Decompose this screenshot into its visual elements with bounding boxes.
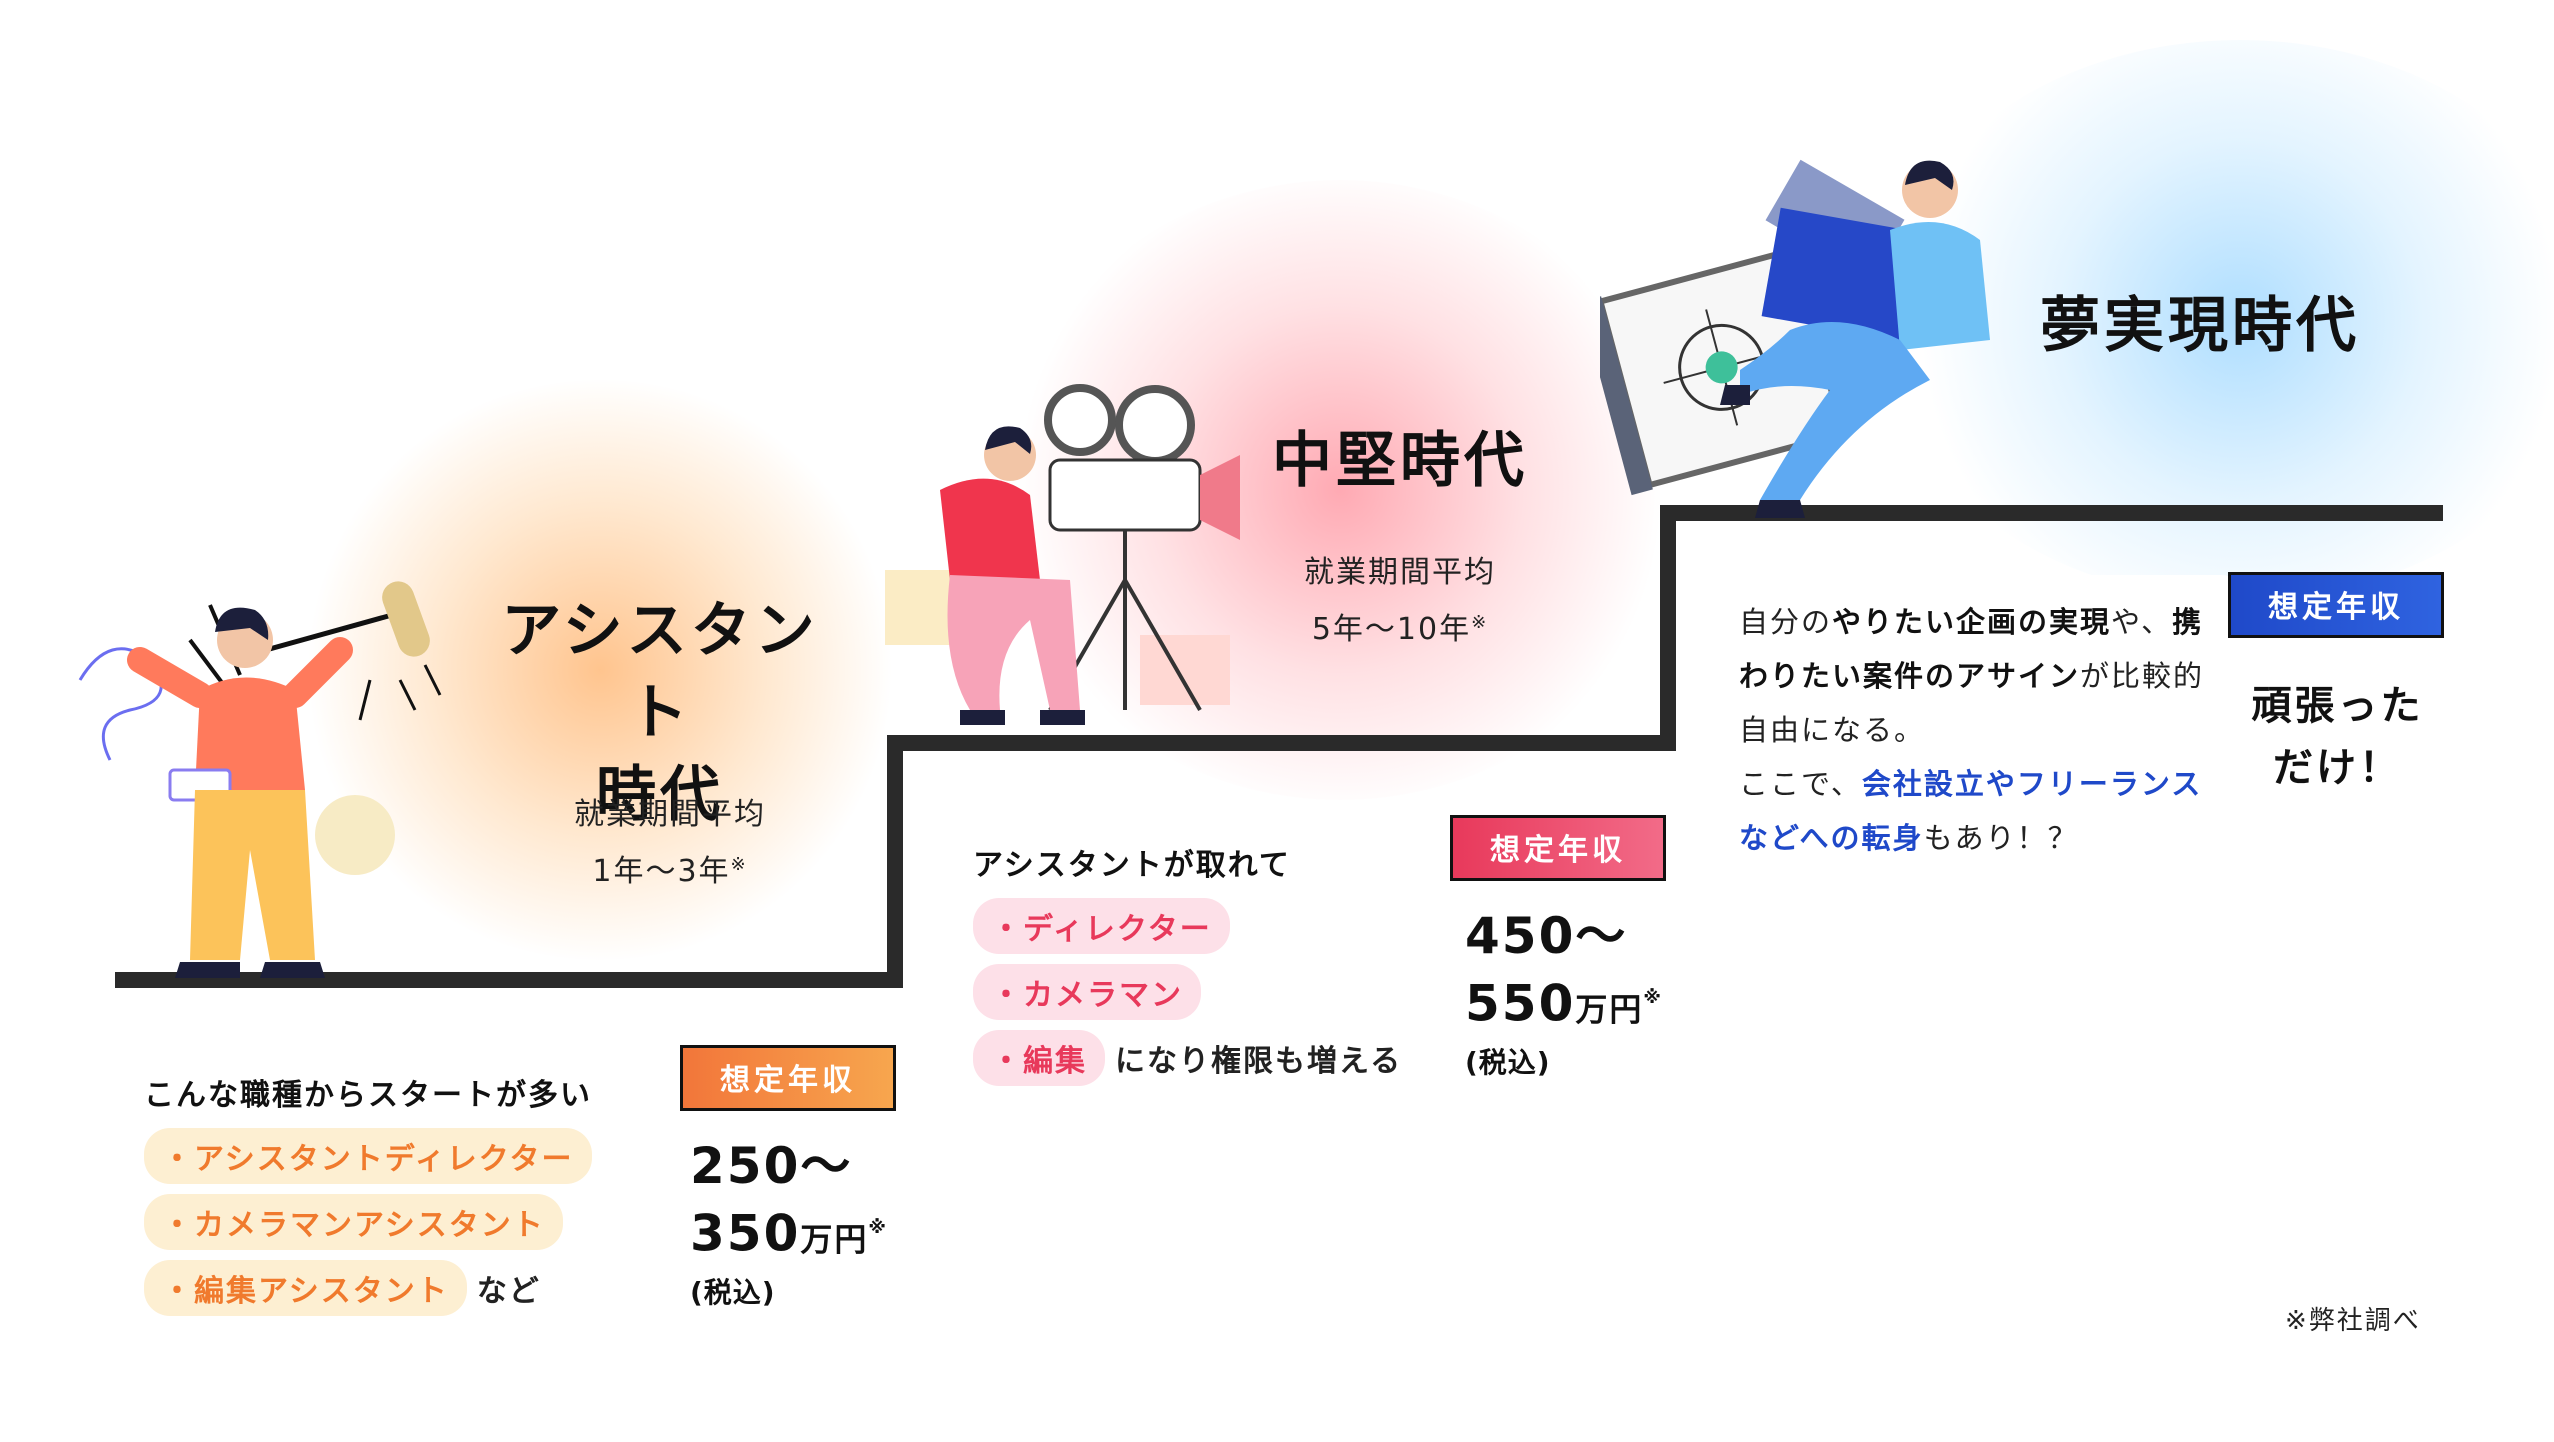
stage1-roles-card: こんな職種からスタートが多い ・アシスタントディレクター ・カメラマンアシスタン…: [130, 1060, 678, 1336]
stage2-note-mark: ※: [1471, 612, 1489, 633]
stage3-desc-part4: ここで、: [1739, 767, 1862, 801]
stage2-period-value: 5年〜10年: [1311, 612, 1472, 647]
stage2-role-pill: ・編集: [973, 1030, 1105, 1086]
stage1-salary-badge: 想定年収: [680, 1045, 896, 1111]
stage1-title-line1: アシスタント: [501, 596, 819, 748]
stage1-roles-suffix: など: [476, 1274, 541, 1309]
stage1-salary-tax: (税込): [690, 1275, 776, 1309]
stage2-role-pill: ・カメラマン: [973, 964, 1201, 1020]
stage1-salary-note: ※: [868, 1217, 888, 1238]
stage1-role-pill: ・カメラマンアシスタント: [144, 1194, 563, 1250]
stage1-role-pill: ・編集アシスタント: [144, 1260, 467, 1316]
stage1-title: アシスタント 時代: [470, 590, 850, 836]
stage2-salary: 450〜 550万円※ (税込): [1465, 905, 1663, 1085]
stage3-salary-result: 頑張った だけ！: [2215, 675, 2460, 799]
assistant-boom-mic-illustration: [78, 581, 442, 978]
stage3-result-line2: だけ！: [2273, 745, 2402, 791]
footnote: ※弊社調べ: [2285, 1306, 2421, 1336]
stage3-desc-part2: や、: [2111, 605, 2173, 639]
stage1-note-mark: ※: [730, 854, 748, 875]
stage1-salary-line2-num: 350: [690, 1204, 801, 1263]
stage3-description: 自分のやりたい企画の実現や、携わりたい案件のアサインが比較的自由になる。 ここで…: [1739, 595, 2219, 865]
stage3-desc-part3: が比較的自由になる。: [1739, 659, 2205, 747]
stage1-roles-heading: こんな職種からスタートが多い: [144, 1078, 592, 1113]
clapperboard-director-illustration: [1600, 159, 1990, 518]
stage3-desc-part5: もあり！？: [1923, 821, 2079, 855]
stage2-salary-note: ※: [1643, 987, 1663, 1008]
stage1-salary-line1: 250〜: [690, 1137, 853, 1195]
stage1-salary-unit: 万円: [800, 1220, 869, 1259]
stage2-salary-unit: 万円: [1575, 990, 1644, 1029]
stage3-result-line1: 頑張った: [2251, 683, 2424, 729]
stage1-period-value: 1年〜3年: [592, 854, 731, 889]
stage3-title: 夢実現時代: [2040, 291, 2360, 361]
stage3-salary-badge: 想定年収: [2228, 572, 2444, 638]
glow-orange: [300, 380, 900, 960]
stage2-period-label: 就業期間平均: [1304, 555, 1496, 590]
stage2-title: 中堅時代: [1272, 426, 1528, 496]
stage2-salary-badge: 想定年収: [1450, 815, 1666, 881]
stage3-desc-part1: 自分の: [1739, 605, 1833, 639]
stage3-desc-bold2: 携わりたい案件のアサイン: [1739, 605, 2204, 693]
stage1-period-label: 就業期間平均: [574, 797, 766, 832]
stage2-salary-line1: 450〜: [1465, 907, 1628, 965]
stage2-roles-suffix: になり権限も増える: [1115, 1044, 1403, 1079]
stage1-period: 就業期間平均 1年〜3年※: [520, 790, 820, 897]
stage2-roles-card: アシスタントが取れて ・ディレクター ・カメラマン ・編集になり権限も増える: [945, 810, 1471, 1108]
stage1-role-pill: ・アシスタントディレクター: [144, 1128, 592, 1184]
stage3-desc-bold: やりたい企画の実現: [1832, 605, 2112, 639]
stage3-desc-blue: 会社設立やフリーランスなどへの転身: [1739, 767, 2203, 855]
camera-operator-illustration: [885, 384, 1240, 725]
stage1-title-line2: 時代: [596, 760, 724, 830]
stage2-roles-heading: アシスタントが取れて: [973, 848, 1291, 883]
stage2-salary-line2-num: 550: [1465, 974, 1576, 1033]
stage2-salary-tax: (税込): [1465, 1045, 1551, 1079]
stage1-salary: 250〜 350万円※ (税込): [690, 1135, 888, 1315]
stage2-period: 就業期間平均 5年〜10年※: [1250, 548, 1550, 655]
stage2-role-pill: ・ディレクター: [973, 898, 1230, 954]
stage3-description-card: 自分のやりたい企画の実現や、携わりたい案件のアサインが比較的自由になる。 ここで…: [1715, 575, 2243, 885]
